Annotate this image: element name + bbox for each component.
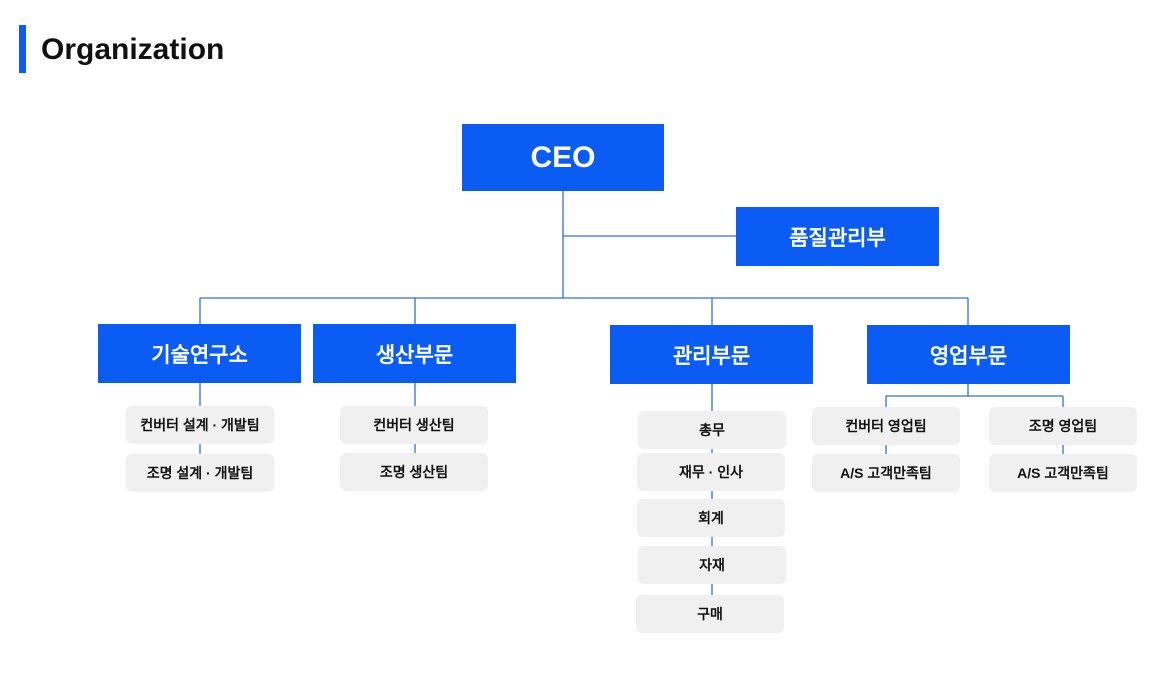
team-box-admin-finance-hr: 재무 · 인사 [637, 453, 785, 491]
team-box-sales-lighting: 조명 영업팀 [989, 407, 1137, 445]
dept-box-production: 생산부문 [313, 324, 516, 383]
ceo-box: CEO [462, 124, 664, 191]
page-title: Organization [41, 33, 225, 66]
title-accent-bar [19, 25, 26, 73]
dept-box-admin: 관리부문 [610, 325, 813, 384]
team-box-prod-lighting: 조명 생산팀 [340, 453, 488, 491]
team-box-admin-general: 총무 [638, 411, 786, 449]
dept-box-sales: 영업부문 [867, 325, 1070, 384]
team-box-sales-converter-as: A/S 고객만족팀 [812, 454, 960, 492]
dept-box-rnd: 기술연구소 [98, 324, 301, 383]
team-box-admin-materials: 자재 [638, 546, 786, 584]
team-box-sales-converter: 컨버터 영업팀 [812, 407, 960, 445]
team-box-rnd-converter: 컨버터 설계 · 개발팀 [126, 406, 274, 444]
team-box-admin-accounting: 회계 [637, 499, 785, 537]
team-box-rnd-lighting: 조명 설계 · 개발팀 [126, 454, 274, 492]
quality-dept-box: 품질관리부 [736, 207, 939, 266]
team-box-admin-purchasing: 구매 [636, 595, 784, 633]
team-box-prod-converter: 컨버터 생산팀 [340, 406, 488, 444]
team-box-sales-lighting-as: A/S 고객만족팀 [989, 454, 1137, 492]
